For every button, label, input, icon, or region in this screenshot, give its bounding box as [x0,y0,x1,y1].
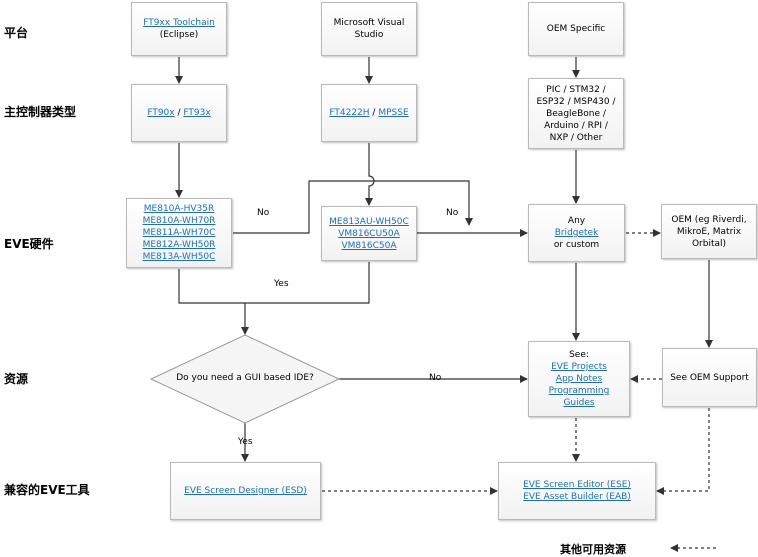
see-label: See: [569,350,589,360]
node-see-resources: See: EVE Projects App Notes Programming … [528,341,630,417]
gui-decision-diamond [149,334,341,424]
node-esd: EVE Screen Designer (ESD) [170,462,321,520]
or-custom-line: or custom [553,240,600,250]
ft90x-link[interactable]: FT90x [147,108,175,118]
node-oem-modules: OEM (eg Riverdi, MikroE, Matrix Orbital) [661,204,757,259]
me813au-wh50c-link[interactable]: ME813AU-WH50C [329,216,409,227]
node-oem-specific: OEM Specific [528,2,624,56]
gui-question-text: Do you need a GUI based IDE? [176,373,314,383]
oem-support-text: See OEM Support [670,372,749,383]
ms-visual-studio-line2: Studio [354,30,384,40]
node-me-modules-1: ME810A-HV35R ME810A-WH70R ME811A-WH70C M… [126,198,232,268]
mcu-line-3: BeagleBone / [546,108,606,119]
guides-link[interactable]: Guides [563,398,595,408]
edge-support-to-ese [656,408,710,495]
node-ms-visual-studio: Microsoft Visual Studio [321,2,417,56]
node-me-modules-2: ME813AU-WH50C VM816CU50A VM816C50A [321,206,417,261]
app-notes-link[interactable]: App Notes [555,374,603,384]
ft4222h-sep: / [369,108,379,118]
mpsse-link[interactable]: MPSSE [378,108,409,118]
node-mcu-list: PIC / STM32 / ESP32 / MSP430 / BeagleBon… [528,78,624,149]
ft90x-sep: / [174,108,184,118]
row-label-host-controller: 主控制器类型 [4,105,77,119]
me810a-wh70r-link[interactable]: ME810A-WH70R [142,216,216,226]
oem-modules-line-1: OEM (eg Riverdi, [671,214,747,225]
row-label-resources: 资源 [4,372,29,386]
node-ft9xx-toolchain: FT9xx Toolchain (Eclipse) [131,2,227,56]
edge-label-no-1: No [257,208,270,218]
ese-link[interactable]: EVE Screen Editor (ESE) [523,480,631,490]
row-label-eve-hardware: EVE硬件 [4,237,54,251]
edge-label-no-3: No [429,373,442,383]
ft9xx-toolchain-link[interactable]: FT9xx Toolchain [143,18,215,28]
legend-text: 其他可用资源 [560,543,626,556]
oem-modules-line-2: MikroE, Matrix [676,226,742,237]
vm816cu50a-link[interactable]: VM816CU50A [338,228,400,239]
any-line: Any [567,216,586,226]
edge-ft4222h-to-me-modules-2 [365,143,375,206]
node-ese-eab: EVE Screen Editor (ESE) EVE Asset Builde… [498,462,656,520]
oem-modules-line-3: Orbital) [691,238,727,249]
me813a-wh50c-link[interactable]: ME813A-WH50C [142,252,216,262]
mcu-line-5: NXP / Other [549,132,603,143]
programming-link[interactable]: Programming [548,386,610,396]
me812a-wh50r-link[interactable]: ME812A-WH50R [142,240,216,250]
bridgetek-link[interactable]: Bridgetek [554,228,599,238]
mcu-line-1: PIC / STM32 / [546,84,606,95]
me810a-hv35r-link[interactable]: ME810A-HV35R [143,204,215,214]
edge-label-yes-2: Yes [238,437,253,447]
mcu-line-4: Arduino / RPI / [544,120,608,131]
oem-specific-text: OEM Specific [546,24,606,34]
mcu-line-2: ESP32 / MSP430 / [536,96,616,107]
node-ft90x-ft93x: FT90x / FT93x [131,84,227,142]
vm816c50a-link[interactable]: VM816C50A [341,240,397,251]
node-any-bridgetek: Any Bridgetek or custom [528,204,625,262]
edge-label-no-2: No [446,208,459,218]
row-label-tools: 兼容的EVE工具 [4,483,90,497]
eab-link[interactable]: EVE Asset Builder (EAB) [523,492,631,502]
ms-visual-studio-line1: Microsoft Visual [333,18,405,28]
edge-no-me1-to-any [233,180,473,234]
esd-link[interactable]: EVE Screen Designer (ESD) [184,486,307,496]
edge-label-yes-1: Yes [274,279,289,289]
me811a-wh70c-link[interactable]: ME811A-WH70C [142,228,216,238]
ft93x-link[interactable]: FT93x [183,108,211,118]
eve-projects-link[interactable]: EVE Projects [551,362,607,372]
ft9xx-toolchain-note: (Eclipse) [159,30,199,40]
node-oem-support: See OEM Support [662,348,757,407]
ft4222h-link[interactable]: FT4222H [329,108,370,118]
row-label-platform: 平台 [4,26,29,40]
edge-yes-merge [178,262,370,304]
node-ft4222h-mpsse: FT4222H / MPSSE [321,84,417,142]
